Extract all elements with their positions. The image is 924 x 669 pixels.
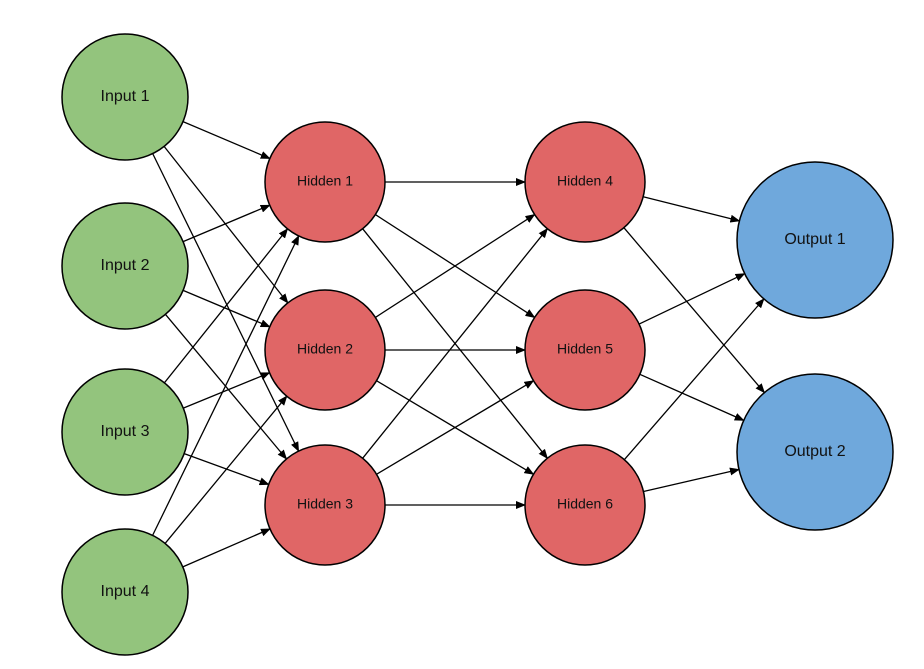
node-circle-in3	[61, 368, 189, 496]
node-circle-h4	[524, 121, 646, 243]
edge-h2-to-h4	[375, 214, 536, 318]
edge-h6-to-out2	[643, 467, 740, 493]
node-label-in2: Input 2	[101, 257, 150, 274]
node-label-out2: Output 2	[784, 443, 845, 460]
node-h5: Hidden 5	[524, 289, 646, 411]
node-label-h3: Hidden 3	[297, 496, 353, 512]
edge-in2-to-h2	[182, 289, 271, 328]
node-h4: Hidden 4	[524, 121, 646, 243]
node-h3: Hidden 3	[264, 444, 386, 566]
node-circle-in4	[61, 528, 189, 656]
node-circle-out1	[736, 161, 894, 319]
node-h1: Hidden 1	[264, 121, 386, 243]
edge-h5-to-out1	[638, 273, 746, 325]
edge-in2-to-h3	[164, 313, 288, 460]
edge-in4-to-h1	[152, 235, 300, 536]
edge-h3-to-h4	[362, 227, 549, 459]
edge-in2-to-h1	[182, 204, 271, 243]
node-in1: Input 1	[61, 33, 189, 161]
node-circle-h5	[524, 289, 646, 411]
node-circle-in2	[61, 202, 189, 330]
node-label-h5: Hidden 5	[557, 341, 613, 357]
node-label-h2: Hidden 2	[297, 341, 353, 357]
node-circle-in1	[61, 33, 189, 161]
edge-in4-to-h3	[182, 528, 271, 568]
node-label-out1: Output 1	[784, 231, 845, 248]
edge-in1-to-h2	[163, 145, 289, 304]
edge-in3-to-h1	[163, 228, 289, 384]
node-h2: Hidden 2	[264, 289, 386, 411]
node-in4: Input 4	[61, 528, 189, 656]
nodes: Input 1 Input 2 Input 3 Input 4 Hidden 1 Hidd…	[61, 33, 894, 656]
edge-h5-to-out2	[639, 373, 745, 421]
edge-in1-to-h1	[182, 121, 271, 160]
node-label-h1: Hidden 1	[297, 173, 353, 189]
node-label-in4: Input 4	[101, 583, 150, 600]
node-label-h6: Hidden 6	[557, 496, 613, 512]
edge-in4-to-h2	[164, 395, 288, 544]
node-circle-h3	[264, 444, 386, 566]
node-h6: Hidden 6	[524, 444, 646, 566]
node-out1: Output 1	[736, 161, 894, 319]
node-in2: Input 2	[61, 202, 189, 330]
node-circle-h1	[264, 121, 386, 243]
node-in3: Input 3	[61, 368, 189, 496]
node-label-in3: Input 3	[101, 423, 150, 440]
node-out2: Output 2	[736, 373, 894, 531]
node-label-in1: Input 1	[101, 88, 150, 105]
node-circle-h6	[524, 444, 646, 566]
node-circle-out2	[736, 373, 894, 531]
edge-in3-to-h2	[183, 372, 271, 409]
edge-h3-to-h5	[376, 380, 535, 475]
node-circle-h2	[264, 289, 386, 411]
edge-h4-to-out2	[623, 227, 766, 394]
edge-h4-to-out1	[643, 196, 741, 223]
connections	[152, 121, 766, 568]
edge-in1-to-h3	[152, 153, 300, 452]
edge-h6-to-out1	[623, 298, 765, 461]
node-label-h4: Hidden 4	[557, 173, 613, 189]
